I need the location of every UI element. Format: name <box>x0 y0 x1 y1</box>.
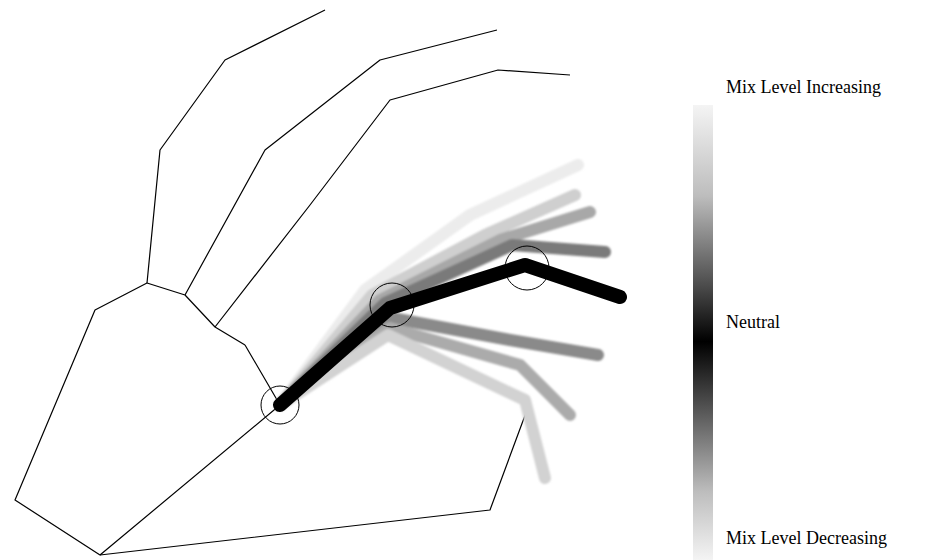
scale-label: Mix Level Decreasing <box>726 528 887 550</box>
finger-poses <box>280 165 605 478</box>
neutral-pose <box>280 265 620 405</box>
joint-circles <box>261 246 549 424</box>
mix-gradient-bar <box>693 105 713 560</box>
scale-label: Neutral <box>726 312 780 334</box>
scale-label: Mix Level Increasing <box>726 77 881 99</box>
